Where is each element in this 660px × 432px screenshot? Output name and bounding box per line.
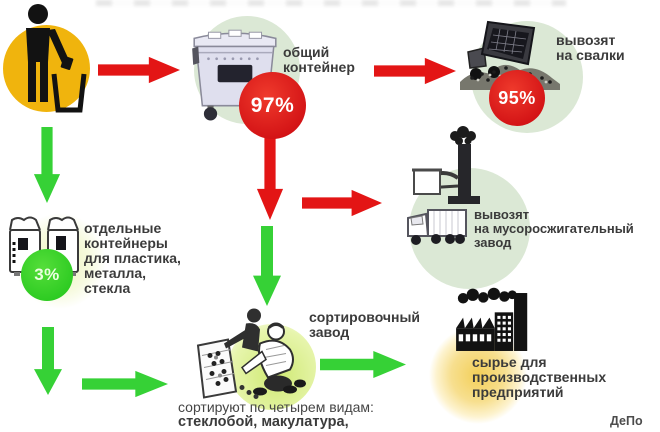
sorting-caption-line2: стеклобой, макулатура, — [178, 414, 349, 430]
landfill-percent-badge: 95% — [489, 70, 545, 126]
arrow-consumer-to-separate-containers — [33, 127, 61, 203]
common-container-percent-badge: 97% — [239, 72, 306, 139]
watermark: ДеПо — [610, 414, 643, 428]
arrow-to-incinerator — [302, 189, 382, 217]
landfill-label: вывозят на свалки — [556, 32, 625, 63]
arrow-right-to-sorting — [82, 370, 168, 398]
truck-and-incinerator-plant-icon — [407, 126, 480, 245]
sorting-plant-label: сортировочный завод — [309, 309, 421, 340]
factory-label: сырье для производственных предприятий — [472, 354, 607, 400]
separate-containers-label: отдельные контейнеры для пластика, метал… — [84, 220, 181, 296]
arrow-container-to-landfill — [374, 57, 456, 85]
arrow-sorting-to-factory — [320, 350, 406, 379]
factory-icon — [456, 287, 528, 351]
sorting-caption-line1: сортируют по четырем видам: — [178, 399, 374, 415]
person-throwing-trash-icon — [26, 4, 87, 113]
arrow-down-to-sorting — [253, 226, 281, 306]
arrow-container-down — [256, 138, 284, 220]
common-container-label: общий контейнер — [283, 44, 355, 75]
arrow-separate-containers-down — [34, 327, 62, 395]
workers-sorting-waste-icon — [196, 308, 306, 399]
arrow-consumer-to-common-container — [98, 56, 180, 84]
separate-containers-percent-badge: 3% — [21, 249, 73, 301]
cropped-title-remnant — [96, 0, 566, 6]
incinerator-label: вывозят на мусоросжигательный завод — [474, 207, 634, 250]
